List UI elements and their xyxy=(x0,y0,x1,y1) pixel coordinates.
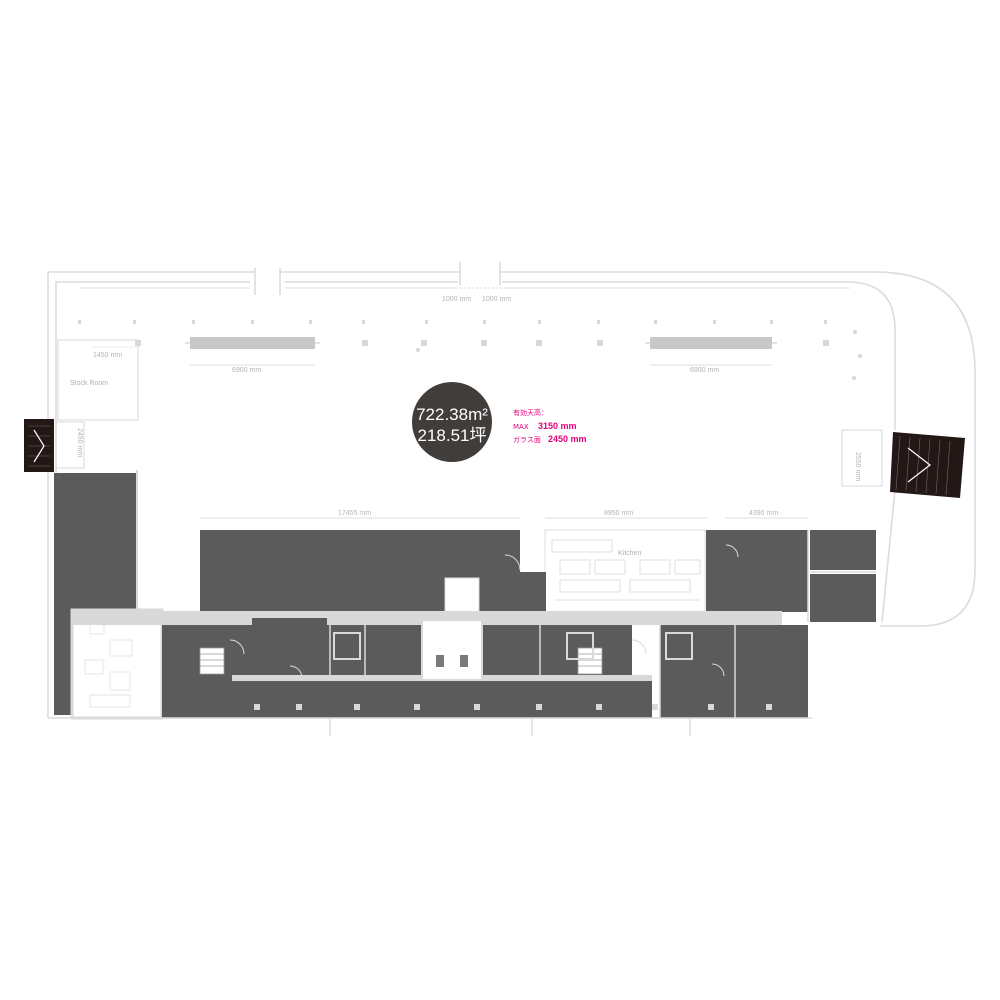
stock-room-label: Stock Room xyxy=(70,380,108,387)
dim-right-span: 4390 mm xyxy=(749,510,778,517)
area-badge: 722.38m² 218.51坪 xyxy=(412,382,492,462)
stock-room: 1450 mm Stock Room xyxy=(57,339,139,421)
column-markers xyxy=(78,320,862,380)
ceiling-glass-value: 2450 mm xyxy=(548,434,587,444)
door-swing-icon xyxy=(229,544,739,679)
dim-left-bar: 6900 mm xyxy=(232,367,261,374)
right-entrance: 2550 mm xyxy=(841,429,965,498)
stair-icon xyxy=(199,647,603,675)
counter-bar-left: 6900 mm xyxy=(185,337,320,374)
dim-top-right-gap: 1000 mm xyxy=(482,296,511,303)
area-tsubo: 218.51坪 xyxy=(418,426,487,445)
area-square-meters: 722.38m² xyxy=(416,405,488,424)
kitchen-label: Kitchen xyxy=(618,550,641,557)
dim-right-bar: 6900 mm xyxy=(690,367,719,374)
entrance-stair-icon xyxy=(33,429,45,463)
kitchen: Kitchen xyxy=(544,529,706,617)
top-gap-dimension: 1000 mm 1000 mm xyxy=(440,287,520,303)
dim-top-left-gap: 1000 mm xyxy=(442,296,471,303)
dim-stock-width: 1450 mm xyxy=(93,352,122,359)
left-entrance: 2450 mm xyxy=(24,419,85,472)
ceiling-height-note: 有効天高： MAX 3150 mm ガラス面 2450 mm xyxy=(513,408,587,444)
dim-right-entrance: 2550 mm xyxy=(854,452,861,481)
ceiling-label: 有効天高： xyxy=(513,408,548,417)
dim-left-entrance: 2450 mm xyxy=(76,428,83,457)
counter-bar-right: 6900 mm xyxy=(645,337,777,374)
dim-core-span: 17455 mm xyxy=(338,510,371,517)
entrance-stair-icon xyxy=(907,447,931,483)
ceiling-max-value: 3150 mm xyxy=(538,421,577,431)
ceiling-glass-label: ガラス面 xyxy=(513,435,541,444)
dim-kitchen-span: 8950 mm xyxy=(604,510,633,517)
core-area xyxy=(54,470,876,720)
bottom-outline xyxy=(48,717,812,736)
toilet-icon xyxy=(436,655,468,667)
ceiling-max-label: MAX xyxy=(513,423,529,431)
